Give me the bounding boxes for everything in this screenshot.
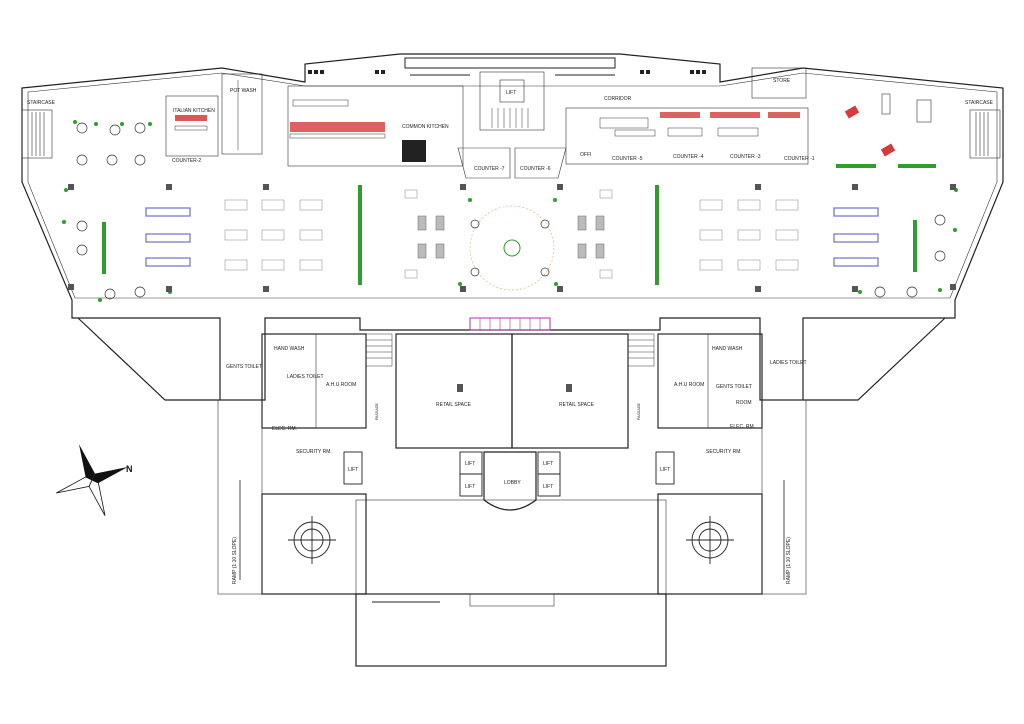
planter-2 <box>655 185 659 285</box>
office-label: OFFI <box>580 152 591 158</box>
central-plant <box>503 239 521 257</box>
retail-left: RETAIL SPACE <box>395 333 513 449</box>
passage-right-label: PASSAGE <box>637 402 641 420</box>
inner-outline <box>27 72 998 299</box>
planter-1 <box>358 185 362 285</box>
kitchen-equipment-right <box>844 93 932 157</box>
retail-left-label: RETAIL SPACE <box>436 402 472 408</box>
service-right: HAND WASH LADIES TOILET GENTS TOILET A.H… <box>657 333 807 455</box>
lower-block <box>261 493 763 667</box>
planter-6 <box>898 164 936 168</box>
ramp-left: RAMP (1:10 SLOPE) <box>217 399 263 595</box>
italian-kitchen-label: ITALIAN KITCHEN <box>173 108 215 114</box>
lift-6-label: LIFT <box>660 467 670 473</box>
security-right-label: SECURITY RM. <box>706 449 742 455</box>
lobby-label: LOBBY <box>504 480 521 486</box>
lift-2-label: LIFT <box>465 461 475 467</box>
retail-right-label: RETAIL SPACE <box>559 402 595 408</box>
columns <box>68 184 956 292</box>
lift-top-label: LIFT <box>506 90 516 96</box>
pot-wash-label: POT WASH <box>230 88 257 94</box>
room-right-label: ROOM <box>736 400 752 406</box>
grey-tables <box>417 215 605 259</box>
store-label: STORE <box>773 78 791 84</box>
counter-2-label: COUNTER-2 <box>172 158 201 164</box>
counter-4-label: COUNTER -4 <box>673 154 704 160</box>
stairs-mid-left <box>365 333 393 367</box>
passage-left-label: PASSAGE <box>375 402 379 420</box>
long-tables-left <box>145 207 191 267</box>
hand-wash-left-label: HAND WASH <box>274 346 305 352</box>
hand-wash-right-label: HAND WASH <box>712 346 743 352</box>
security-left-label: SECURITY RM. <box>296 449 332 455</box>
ladies-toilet-left-label: LADIES TOILET <box>287 374 324 380</box>
ladies-toilet-right-label: LADIES TOILET <box>770 360 807 366</box>
staircase-left: STAIRCASE <box>21 100 56 159</box>
counter-1-label: COUNTER -1 <box>784 156 815 162</box>
lift-1-label: LIFT <box>348 467 358 473</box>
counters-center: COUNTER -7 COUNTER -6 <box>457 147 567 179</box>
counter-7-label: COUNTER -7 <box>474 166 505 172</box>
counter-6-label: COUNTER -6 <box>520 166 551 172</box>
lift-4-label: LIFT <box>543 461 553 467</box>
lift-5-label: LIFT <box>543 484 553 490</box>
fountain-right <box>686 516 734 564</box>
elec-right-label: ELEC. RM. <box>730 424 755 430</box>
long-tables-right <box>833 207 879 267</box>
pot-wash: POT WASH <box>221 73 263 155</box>
gents-toilet-left-label: GENTS TOILET <box>226 364 262 370</box>
top-entry <box>404 57 616 69</box>
ramp-right-label: RAMP (1:10 SLOPE) <box>786 537 792 584</box>
ramp-left-label: RAMP (1:10 SLOPE) <box>232 537 238 584</box>
front-wall-right <box>803 317 946 401</box>
italian-kitchen: ITALIAN KITCHEN COUNTER-2 <box>165 95 219 164</box>
vent-icons <box>308 70 706 74</box>
lift-top: LIFT <box>479 71 545 131</box>
service-left: HAND WASH GENTS TOILET LADIES TOILET A.H… <box>226 333 367 455</box>
counter-3-label: COUNTER -3 <box>730 154 761 160</box>
north-label: N <box>126 464 133 474</box>
common-kitchen-label: COMMON KITCHEN <box>402 124 449 130</box>
green-seats <box>62 120 958 302</box>
retail-right: RETAIL SPACE <box>511 333 629 449</box>
corridor-label: CORRIDOR <box>604 96 632 102</box>
staircase-right-label: STAIRCASE <box>965 100 994 106</box>
lifts <box>343 451 675 497</box>
central-feature <box>469 205 555 291</box>
seating-hall <box>62 120 958 302</box>
planter-5 <box>836 164 876 168</box>
planter-3 <box>102 222 106 274</box>
lift-3-label: LIFT <box>465 484 475 490</box>
ahu-left-label: A.H.U ROOM <box>326 382 356 388</box>
round-tables <box>76 122 946 300</box>
elec-left-label: ELEC. RM. <box>272 426 297 432</box>
stairs-mid-right <box>627 333 655 367</box>
store: STORE <box>751 67 807 99</box>
counter-5-label: COUNTER -5 <box>612 156 643 162</box>
table-grid-left <box>224 189 418 279</box>
ahu-right-label: A.H.U ROOM <box>674 382 704 388</box>
ramp-right: RAMP (1:10 SLOPE) <box>761 399 807 595</box>
gents-toilet-right-label: GENTS TOILET <box>716 384 752 390</box>
table-grid-right <box>599 189 799 279</box>
front-wall-left <box>77 317 220 401</box>
staircase-left-label: STAIRCASE <box>27 100 56 106</box>
common-kitchen: COMMON KITCHEN <box>287 85 464 167</box>
fountain-left <box>288 516 336 564</box>
entry-steps <box>469 317 551 331</box>
north-arrow-icon <box>56 444 128 516</box>
staircase-right: STAIRCASE <box>965 100 1001 159</box>
counters-right: OFFI COUNTER -5 COUNTER -4 COUNTER -3 CO… <box>565 107 815 165</box>
planter-4 <box>913 220 917 272</box>
